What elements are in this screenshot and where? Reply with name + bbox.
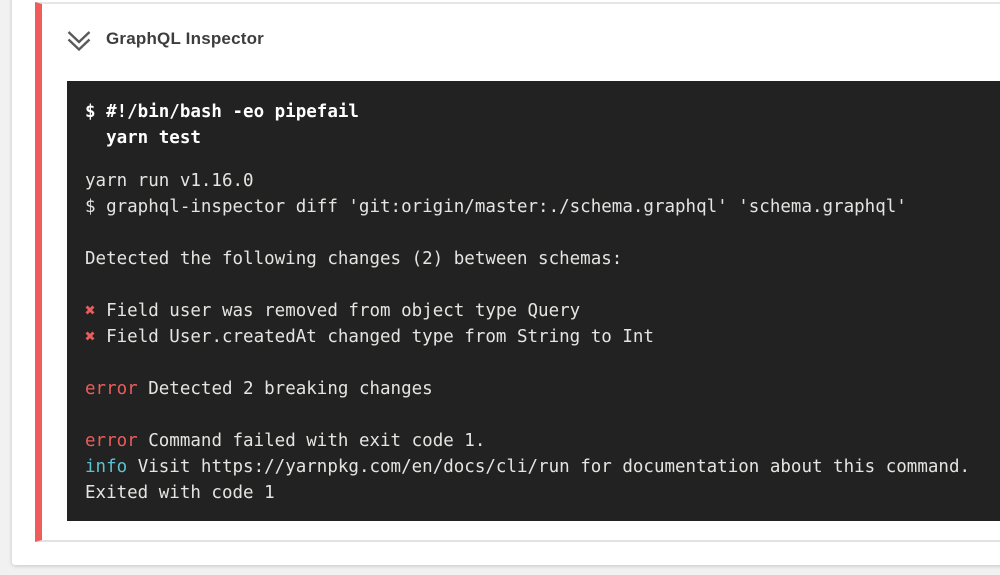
terminal-line: $ #!/bin/bash -eo pipefail bbox=[85, 102, 359, 122]
error-label: error bbox=[85, 431, 138, 451]
step-header[interactable]: GraphQL Inspector bbox=[42, 4, 1000, 53]
terminal-line-blank bbox=[85, 350, 1000, 376]
failed-step-section: GraphQL Inspector $ #!/bin/bash -eo pipe… bbox=[35, 2, 1000, 542]
step-title: GraphQL Inspector bbox=[106, 29, 265, 48]
terminal-output-block: yarn run v1.16.0 $ graphql-inspector dif… bbox=[85, 168, 1000, 506]
terminal-line: info Visit https://yarnpkg.com/en/docs/c… bbox=[85, 457, 971, 477]
terminal-line: Exited with code 1 bbox=[85, 483, 275, 503]
terminal-output: $ #!/bin/bash -eo pipefail yarn test yar… bbox=[67, 81, 1000, 521]
terminal-command-block: $ #!/bin/bash -eo pipefail yarn test bbox=[85, 99, 1000, 151]
breaking-change-x-icon: ✖ bbox=[85, 327, 96, 347]
terminal-line: ✖ Field User.createdAt changed type from… bbox=[85, 327, 654, 347]
terminal-line: yarn test bbox=[85, 128, 201, 148]
terminal-line-blank bbox=[85, 220, 1000, 246]
double-chevron-collapse-icon[interactable] bbox=[65, 25, 93, 53]
error-label: error bbox=[85, 379, 138, 399]
terminal-line: error Command failed with exit code 1. bbox=[85, 431, 486, 451]
build-output-card: GraphQL Inspector $ #!/bin/bash -eo pipe… bbox=[12, 0, 1000, 565]
terminal-line-blank bbox=[85, 272, 1000, 298]
terminal-line: Detected the following changes (2) betwe… bbox=[85, 249, 623, 269]
terminal-line: error Detected 2 breaking changes bbox=[85, 379, 433, 399]
info-label: info bbox=[85, 457, 128, 477]
terminal-line: $ graphql-inspector diff 'git:origin/mas… bbox=[85, 197, 907, 217]
breaking-change-x-icon: ✖ bbox=[85, 301, 96, 321]
terminal-line: yarn run v1.16.0 bbox=[85, 171, 254, 191]
terminal-line: ✖ Field user was removed from object typ… bbox=[85, 301, 581, 321]
terminal-line-blank bbox=[85, 402, 1000, 428]
